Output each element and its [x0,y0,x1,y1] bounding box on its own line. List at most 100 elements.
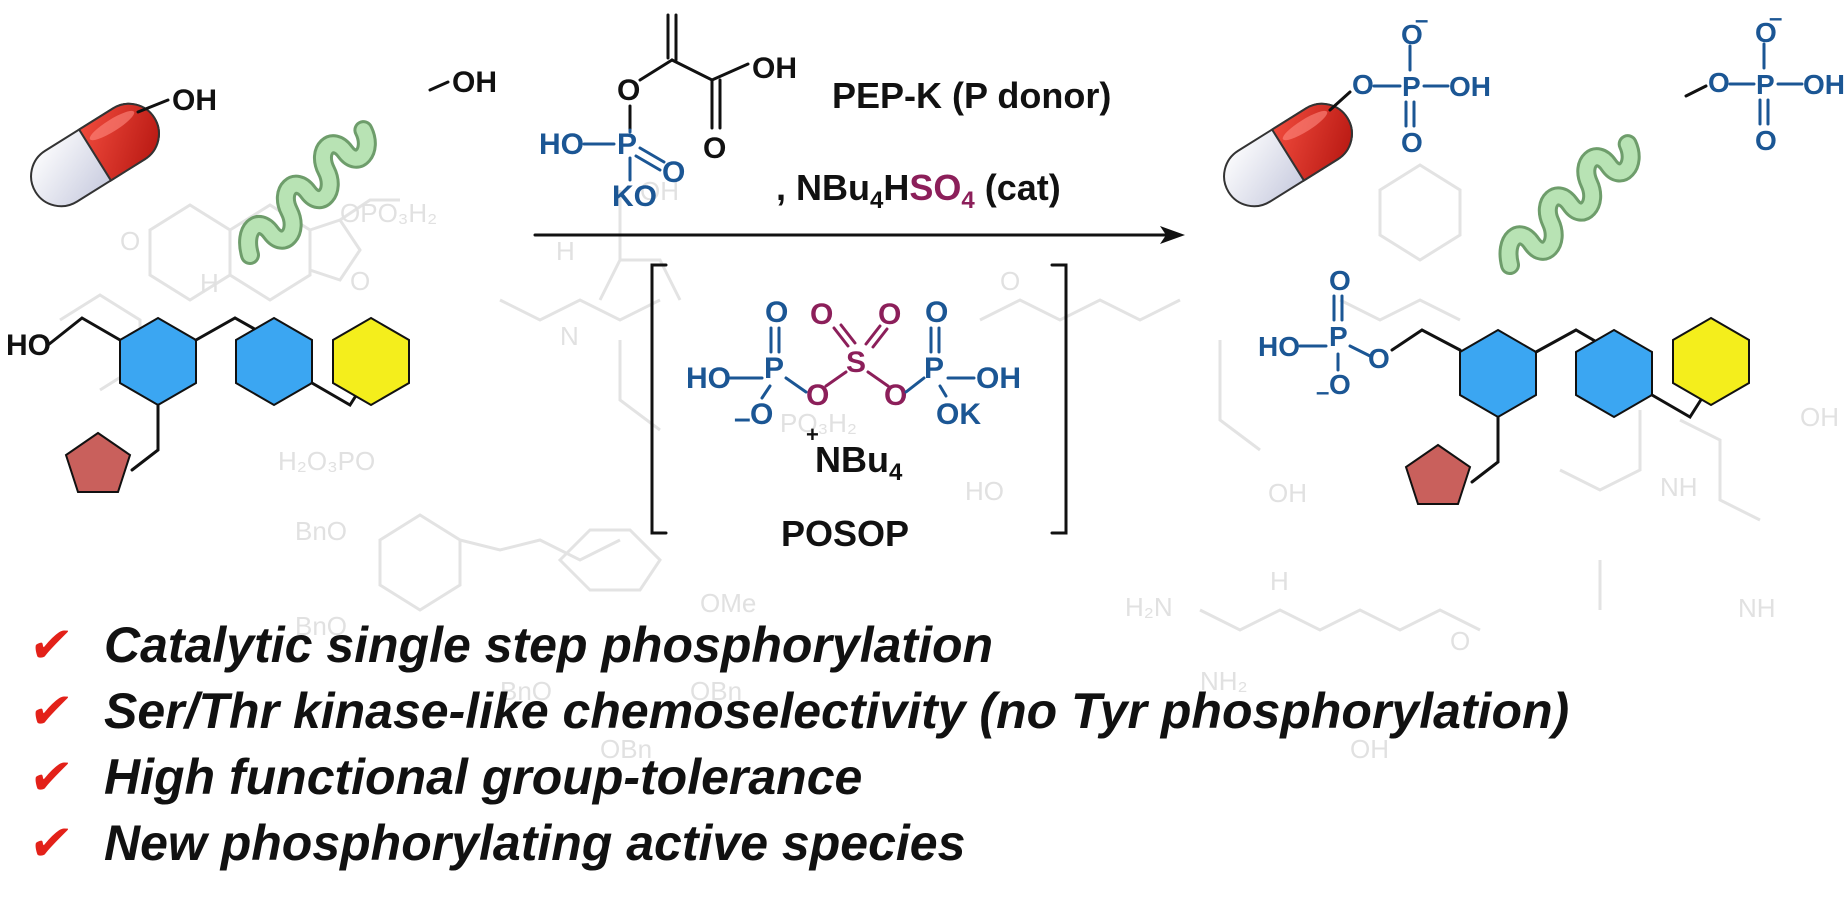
wm-o-3: O [1000,266,1020,296]
posop-name: POSOP [781,513,909,554]
pep-ko-label: KO [612,180,657,213]
wm-ho-1: HO [965,476,1004,506]
red-pentagon [64,431,132,493]
prod-helix-o-bottom: O [1755,125,1777,156]
wm-oh-4: OH [640,176,679,206]
prod-scaf-o-link: O [1368,343,1390,374]
feature-item: ✔ Catalytic single step phosphorylation [26,612,1830,678]
pep-carbonyl-o: O [703,132,726,165]
posop-cation-charge: + [806,422,819,447]
substrate-pill: OH [18,84,217,219]
prod-scaf-o-top: O [1329,265,1351,296]
prod-scaf-minus: – [1316,379,1329,406]
posop-oh: OH [976,362,1021,395]
wm-ome: OMe [700,588,756,618]
wm-h-2: H [556,236,575,266]
posop-o-top-1: O [765,296,788,329]
pep-k-label: PEP-K (P donor) [832,75,1111,116]
wm-obn: OBn [690,676,742,706]
prod-pill-oh: OH [1449,71,1491,102]
posop-o-bridge-1: O [806,379,829,412]
background-watermark: OPO₃H₂ H₂O₃PO PO₃H₂ BnO BnO BnO OMe OBn … [59,163,1839,764]
catalyst-label: , NBu4HSO4 (cat) [776,167,1061,214]
posop-cation: NBu4 [815,439,903,486]
prod-helix-oh: OH [1803,69,1845,100]
posop-s: S [846,346,866,379]
pep-double-o: O [662,156,685,189]
checkmark-icon: ✔ [25,814,76,872]
left-bracket [650,263,668,535]
wm-o-1: O [120,226,140,256]
wm-oh-2: OH [1800,402,1839,432]
reaction-arrow-head [1160,226,1185,244]
posop-minus-1: – [734,402,751,435]
wm-bno-3: BnO [500,676,552,706]
wm-h2n: H₂N [1125,592,1173,622]
prod-yellow-hexagon [1672,316,1750,407]
checkmark-icon: ✔ [25,748,76,806]
posop-ho: HO [686,362,731,395]
pep-p-atom: P [617,128,637,161]
wm-h-3: H [1270,566,1289,596]
prod-helix-minus: – [1769,5,1782,32]
feature-item: ✔ High functional group-tolerance [26,744,1830,810]
prod-blue-hexagon-1 [1459,328,1537,419]
prod-scaf-p: P [1329,321,1348,352]
checkmark-icon: ✔ [25,682,76,740]
prod-red-pentagon [1404,443,1472,505]
wm-oh-1: OH [1268,478,1307,508]
prod-pill-o-bottom: O [1401,127,1423,158]
posop-o-bridge-2: O [884,379,907,412]
feature-text: Catalytic single step phosphorylation [104,617,994,673]
wm-h-1: H [200,268,219,298]
prod-helix-o: O [1708,67,1730,98]
wm-opo3h2: OPO₃H₂ [340,198,437,228]
feature-item: ✔ Ser/Thr kinase-like chemoselectivity (… [26,678,1830,744]
wm-h2o3po: H₂O₃PO [278,446,375,476]
checkmark-icon: ✔ [25,616,76,674]
wm-bno-1: BnO [295,516,347,546]
prod-pill-o: O [1352,69,1374,100]
prod-pill-p: P [1402,71,1421,102]
prod-helix-o-top: O [1755,17,1777,48]
substrate-scaffold: HO [6,316,410,493]
posop-ok: OK [936,398,981,431]
prod-pill-o-top: O [1401,19,1423,50]
wm-o-4: O [1450,626,1470,656]
prod-pill-minus: – [1415,7,1428,34]
wm-nh-1: NH [1660,472,1698,502]
substrate-helix: OH [240,66,497,278]
scaffold-ho-label: HO [6,329,51,362]
prod-scaf-ho: HO [1258,331,1300,362]
pep-k-structure: OH O O HO P O KO [539,13,797,213]
feature-text: High functional group-tolerance [104,749,863,805]
wm-obn-2: OBn [600,734,652,764]
wm-po3h2: PO₃H₂ [780,408,857,438]
pep-ho-label: HO [539,128,584,161]
wm-nh-2: NH [1738,593,1776,623]
product-pill: O P O – OH O [1211,7,1491,219]
wm-bno-2: BnO [295,611,347,641]
posop-o-minus: O [750,398,773,431]
blue-hexagon-2 [235,316,313,407]
yellow-hexagon [332,316,410,407]
wm-oh-3: OH [1350,734,1389,764]
feature-text: New phosphorylating active species [104,815,966,871]
wm-o-2: O [350,266,370,296]
product-scaffold: O P HO O O – [1258,265,1750,505]
posop-s-o-2: O [878,298,901,331]
product-helix: O P O – OH O [1500,5,1845,289]
pep-oh-label: OH [752,52,797,85]
pep-link-o: O [617,74,640,107]
posop-o-top-2: O [925,296,948,329]
wm-nh2: NH₂ [1200,666,1248,696]
feature-text: Ser/Thr kinase-like chemoselectivity (no… [104,683,1570,739]
helix-oh-label: OH [452,66,497,99]
prod-helix-p: P [1756,69,1775,100]
pill-oh-label: OH [172,84,217,117]
posop-intermediate: O P HO O S O O O P O OH OK O – + NBu4 PO… [650,263,1068,554]
feature-item: ✔ New phosphorylating active species [26,810,1830,876]
right-bracket [1050,263,1068,535]
feature-list: ✔ Catalytic single step phosphorylation … [26,612,1830,876]
